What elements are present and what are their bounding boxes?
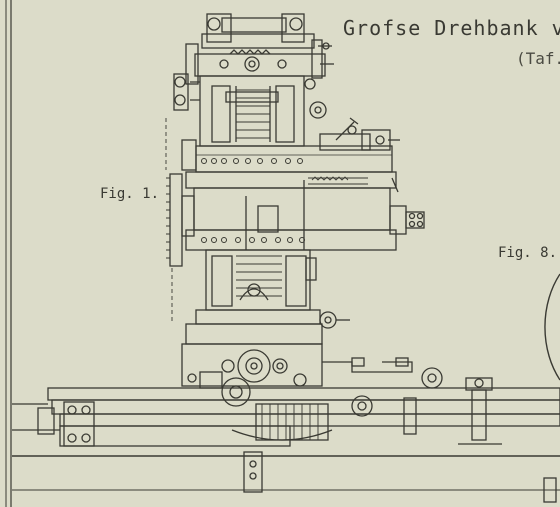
saddle-head: [185, 145, 425, 251]
carriage-apron: [181, 343, 443, 407]
plate-subtitle: (Taf.: [516, 49, 560, 68]
lathe-bed: [12, 377, 560, 503]
top-roller-assembly: [185, 13, 334, 85]
upper-column: [199, 75, 327, 147]
fig8-label: Fig. 8.: [498, 245, 558, 261]
plate-title: Grofse Drehbank von: [343, 16, 560, 40]
fig1-label: Fig. 1.: [100, 186, 160, 202]
lower-column: [185, 249, 350, 345]
large-side-gear: [165, 118, 195, 322]
fig8-circle-arc: [544, 273, 560, 381]
tool-lever: [319, 117, 400, 151]
